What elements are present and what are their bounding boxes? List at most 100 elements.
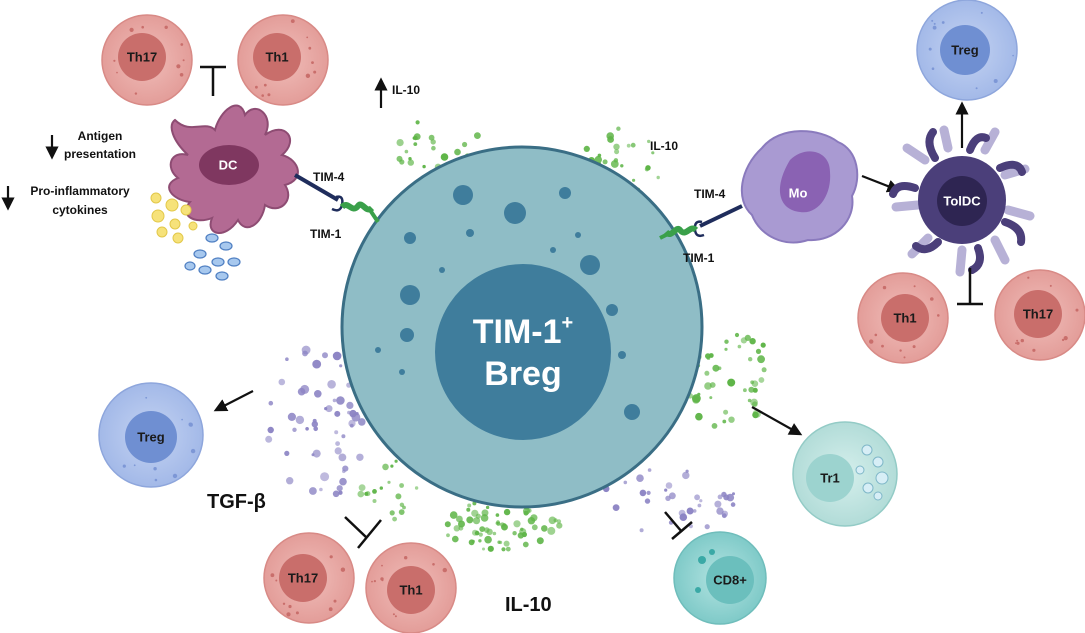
cytokine-dot <box>492 531 497 536</box>
cytokine-dot <box>325 405 333 413</box>
cytokine-dot <box>322 352 328 359</box>
cytokine-dot <box>358 418 366 426</box>
speckle <box>153 467 157 471</box>
speckle <box>932 25 937 30</box>
cytokine-dot <box>594 155 602 164</box>
cytokine-dot <box>531 524 538 531</box>
arrow-breg-to-treg-left <box>213 390 254 412</box>
speckle <box>1049 284 1052 287</box>
cytokine-dot <box>332 490 340 498</box>
th1-cell-bottom: Th1 <box>365 542 457 633</box>
cytokine-dot <box>530 514 538 522</box>
monocyte-cell: Mo <box>740 130 859 244</box>
cytokine-dot <box>536 537 544 545</box>
cytokine-dot <box>484 535 492 544</box>
cytokine-dot <box>475 513 481 519</box>
treg-topright-label: Treg <box>951 42 979 57</box>
cytokine-dot <box>428 134 435 141</box>
th17-label: Th17 <box>127 49 157 64</box>
speckle <box>1016 341 1020 345</box>
cytokine-dot <box>404 149 409 154</box>
cd8-label: CD8+ <box>713 572 747 587</box>
cytokine-dot <box>444 521 451 528</box>
cytokine-dot <box>482 547 485 551</box>
cytokine-dot <box>346 401 354 409</box>
cytokine-dot <box>407 159 414 166</box>
speckle <box>181 418 183 421</box>
speckle <box>141 25 144 29</box>
cytokine-dot <box>610 160 619 168</box>
speckle <box>913 285 916 288</box>
cytokine-dot <box>396 139 404 147</box>
speckle <box>180 43 184 46</box>
cytokine-dot <box>760 342 766 348</box>
speckle <box>134 92 138 95</box>
speckle <box>172 473 178 479</box>
cytokine-dot <box>541 525 548 532</box>
speckle <box>182 59 185 62</box>
cytokine-dot <box>757 355 765 364</box>
tr1-cell: Tr1 <box>792 421 898 527</box>
speckle <box>930 297 934 301</box>
cytokine-dot <box>446 533 450 538</box>
proinflammatory-label-line1: Pro-inflammatory <box>30 184 130 198</box>
cytokine-dot <box>512 531 517 536</box>
cytokine-dot <box>727 378 736 387</box>
breg-label-line1: TIM-1 <box>473 313 562 351</box>
tim1-breg-cell: TIM-1+ Breg <box>340 145 704 509</box>
cytokine-dot <box>382 463 389 471</box>
speckle <box>328 607 333 612</box>
cytokine-dot <box>665 482 673 489</box>
cytokine-dot <box>513 520 521 528</box>
cell-speckles <box>113 11 1079 618</box>
treg-left-label: Treg <box>137 429 165 444</box>
arrow-breg-to-tr1 <box>751 406 803 436</box>
cytokine-dot <box>467 503 472 508</box>
cytokine-dot <box>319 487 323 492</box>
cytokine-dot <box>709 396 713 400</box>
antigen-label-line2: presentation <box>64 147 136 161</box>
speckle <box>267 93 271 97</box>
speckle <box>931 67 935 70</box>
inhibition-symbol-right <box>957 268 983 306</box>
cytokine-dot <box>613 143 620 150</box>
cytokine-dot <box>341 434 346 439</box>
cytokine-dot <box>347 410 351 415</box>
cytokine-dot <box>365 491 371 497</box>
cytokine-dot <box>309 487 317 495</box>
cytokine-dot <box>522 541 529 548</box>
cytokine-dot <box>334 430 339 435</box>
speckle <box>874 333 878 337</box>
cytokine-dot <box>556 522 563 529</box>
cytokine-dot <box>295 415 305 425</box>
cytokine-dot <box>474 132 481 140</box>
cytokine-dot <box>750 398 758 407</box>
cytokine-dot <box>740 337 748 344</box>
cytokine-dot <box>750 380 755 385</box>
cytokine-dot <box>442 154 446 158</box>
breg-label-line2: Breg <box>484 355 561 393</box>
cytokine-dot <box>678 509 686 517</box>
speckle <box>154 478 158 482</box>
cytokine-dot <box>379 486 383 490</box>
th17-cell-right: Th17 <box>994 269 1085 361</box>
th17-bottom-label: Th17 <box>288 570 318 585</box>
speckle <box>980 11 983 14</box>
cytokine-dot <box>487 545 494 552</box>
tim4-left-label: TIM-4 <box>313 170 345 184</box>
cytokine-dot <box>752 411 759 419</box>
speckle <box>432 563 435 566</box>
th17-cell-bottom: Th17 <box>263 532 355 624</box>
cytokine-dot <box>372 499 377 503</box>
cytokine-dot <box>645 165 651 171</box>
cytokine-dot <box>699 499 703 503</box>
cytokine-dot <box>758 377 765 383</box>
breg-granules <box>375 185 640 420</box>
cytokine-dot <box>302 350 308 357</box>
speckle <box>1015 342 1017 344</box>
cytokine-dot <box>711 423 718 429</box>
cytokine-dot <box>305 427 309 431</box>
th17-cell-topleft: Th17 <box>101 14 193 106</box>
cytokine-dot <box>336 485 343 492</box>
speckle <box>113 59 116 62</box>
